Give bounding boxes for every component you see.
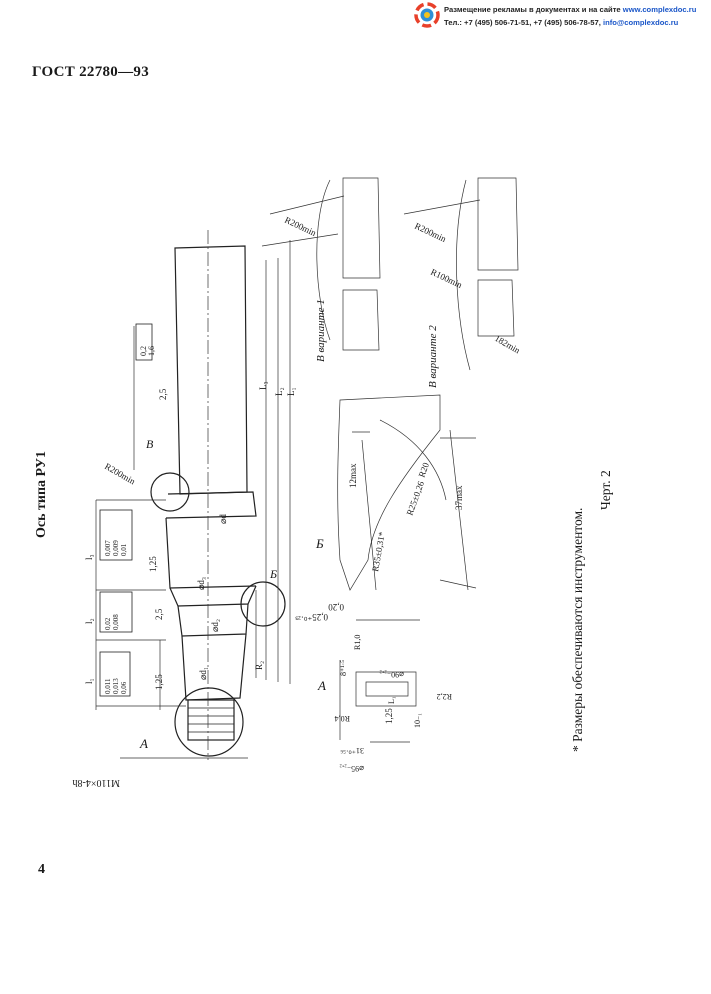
tolerance-frames bbox=[99, 323, 153, 697]
label-r2: R₂ bbox=[254, 661, 264, 670]
standard-title: ГОСТ 22780—93 bbox=[32, 64, 150, 80]
label-tol-0007: 0,007 bbox=[104, 540, 112, 556]
label-182min: 182min bbox=[493, 333, 522, 356]
label-view-a: A bbox=[139, 736, 148, 751]
label-thread: М110×4-8h bbox=[73, 777, 121, 788]
label-r25: R25±0,26 bbox=[404, 479, 426, 516]
label-dim-10: 10₋₁ bbox=[413, 713, 422, 728]
label-tol-02: 0,2 bbox=[139, 346, 148, 356]
label-roughness-3: 1,25 bbox=[384, 708, 394, 724]
label-r100-v2: R100min bbox=[429, 267, 464, 290]
ad-website-link[interactable]: www.complexdoc.ru bbox=[622, 5, 697, 14]
label-view-a-detail: A bbox=[317, 678, 326, 693]
label-dim-phi95: ⌀95₋₂,₂ bbox=[339, 764, 364, 773]
label-roughness-25: 2,5 bbox=[158, 388, 168, 400]
label-dim-L1-detail: L₁ bbox=[387, 696, 396, 704]
ad-text: Размещение рекламы в документах и на сай… bbox=[444, 5, 621, 14]
ad-line-1: Размещение рекламы в документах и на сай… bbox=[444, 5, 696, 14]
label-dim-025: 0,25⁺⁰·²⁵ bbox=[295, 612, 328, 622]
label-tol-0009: 0,009 bbox=[112, 540, 120, 556]
label-b-detail: Б bbox=[315, 536, 324, 551]
label-variant-1: В варианте 1 bbox=[315, 299, 327, 362]
label-d2: ⌀d₂ bbox=[210, 619, 220, 632]
ad-email-link[interactable]: info@complexdoc.ru bbox=[602, 18, 679, 27]
label-tol-0013: 0,013 bbox=[112, 678, 120, 694]
label-b-mark: Б bbox=[269, 567, 277, 581]
complexdoc-logo-icon bbox=[414, 2, 440, 28]
label-tol-0008: 0,008 bbox=[112, 614, 120, 630]
label-dim-31: 31⁺⁰·⁵⁶ bbox=[340, 746, 364, 755]
dimension-lines bbox=[95, 177, 519, 760]
drawing-labels: A A Б Б В В варианте 1 В варианте 2 М110… bbox=[73, 215, 523, 788]
label-l1: l₁ bbox=[84, 678, 94, 684]
label-r20: R20 bbox=[416, 461, 431, 479]
shaft-outline bbox=[150, 245, 286, 757]
label-tol-0011: 0,011 bbox=[104, 678, 112, 694]
label-d3: ⌀d₃ bbox=[196, 577, 206, 590]
label-dim-8: 8⁺¹·⁵ bbox=[339, 660, 348, 676]
label-tol-006: 0,06 bbox=[120, 681, 128, 694]
label-tol-16: 1,6 bbox=[147, 346, 156, 356]
label-L3: L₃ bbox=[258, 381, 268, 390]
ad-phones: Тел.: +7 (495) 506-71-51, +7 (495) 506-7… bbox=[444, 18, 601, 27]
label-r200-v2: R200min bbox=[413, 221, 448, 244]
label-tol-002: 0,02 bbox=[104, 617, 112, 630]
label-L2: L₂ bbox=[274, 387, 284, 396]
label-r200-v1: R200min bbox=[283, 215, 318, 238]
label-dim-020: 0,20 bbox=[328, 602, 344, 612]
label-dim-phi90: ⌀90₋₂,₂ bbox=[379, 670, 404, 679]
label-d1: ⌀d₁ bbox=[198, 667, 208, 680]
label-tol-001: 0,01 bbox=[120, 543, 128, 556]
label-dim-r22: R2,2 bbox=[437, 692, 452, 701]
label-L1: L₁ bbox=[286, 387, 296, 396]
label-l2: l₂ bbox=[84, 618, 94, 624]
page-number: 4 bbox=[38, 862, 45, 877]
label-roughness-25b: 2,5 bbox=[154, 608, 164, 620]
label-r200-main: R200min bbox=[103, 461, 137, 487]
label-12max: 12max bbox=[348, 463, 358, 488]
label-roughness-1: 1,25 bbox=[148, 556, 158, 572]
label-37max: 37max bbox=[454, 485, 464, 510]
label-v-mark: В bbox=[146, 437, 154, 451]
label-variant-2: В варианте 2 bbox=[427, 325, 439, 388]
label-dim-r04: R0,4 bbox=[335, 714, 350, 723]
label-dim-r10: R1,0 bbox=[353, 635, 362, 650]
ad-line-2: Тел.: +7 (495) 506-71-51, +7 (495) 506-7… bbox=[444, 18, 678, 27]
ad-banner: Размещение рекламы в документах и на сай… bbox=[414, 2, 711, 32]
label-d: ⌀d bbox=[218, 514, 228, 524]
label-roughness-2: 1,25 bbox=[154, 674, 164, 690]
label-l3: l₃ bbox=[84, 554, 94, 560]
